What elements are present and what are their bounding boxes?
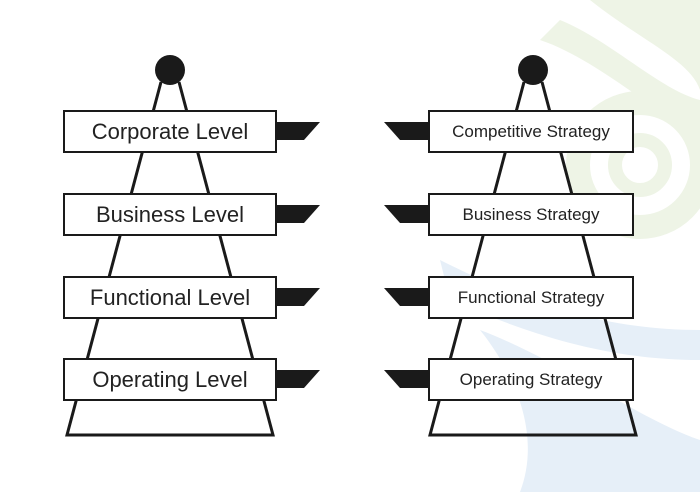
left-level-box: [63, 358, 277, 401]
right-level-functional: Functional Strategy: [384, 276, 634, 319]
right-apex-dot: [518, 55, 548, 85]
left-level-label: Business Level: [96, 202, 244, 227]
left-level-box: [63, 193, 277, 236]
right-level-business: Business Strategy: [384, 193, 634, 236]
right-level-box: [428, 110, 634, 153]
right-level-label: Functional Strategy: [458, 288, 605, 307]
right-flag-competitive: [384, 122, 430, 140]
left-level-operating: Operating Level: [63, 358, 320, 401]
right-level-box: [428, 358, 634, 401]
left-level-box: [63, 110, 277, 153]
decorative-blade: [440, 260, 700, 360]
right-level-label: Business Strategy: [462, 205, 600, 224]
left-level-label: Functional Level: [90, 285, 250, 310]
decorative-leaf-top: [590, 0, 700, 90]
left-level-box: [63, 276, 277, 319]
right-flag-business: [384, 205, 430, 223]
right-level-label: Operating Strategy: [460, 370, 603, 389]
left-apex-dot: [155, 55, 185, 85]
left-flag-functional: [276, 288, 320, 306]
right-flag-operating: [384, 370, 430, 388]
left-level-business: Business Level: [63, 193, 320, 236]
left-pyramid: Corporate Level Business Level Functiona…: [63, 55, 320, 437]
right-level-box: [428, 276, 634, 319]
left-flag-business: [276, 205, 320, 223]
right-flag-functional: [384, 288, 430, 306]
left-level-functional: Functional Level: [63, 276, 320, 319]
right-level-competitive: Competitive Strategy: [384, 110, 634, 153]
right-level-operating: Operating Strategy: [384, 358, 634, 401]
right-pyramid-outline: [428, 81, 638, 437]
left-flag-operating: [276, 370, 320, 388]
decorative-swirl-inner: [608, 133, 672, 197]
right-level-box: [428, 193, 634, 236]
right-pyramid: Competitive Strategy Business Strategy F…: [384, 55, 638, 437]
decorative-swirl-outer: [566, 91, 700, 239]
left-pyramid-outline: [65, 81, 275, 437]
left-level-corporate: Corporate Level: [63, 110, 320, 153]
left-level-label: Operating Level: [92, 367, 247, 392]
right-level-label: Competitive Strategy: [452, 122, 610, 141]
left-flag-corporate: [276, 122, 320, 140]
left-level-label: Corporate Level: [92, 119, 249, 144]
